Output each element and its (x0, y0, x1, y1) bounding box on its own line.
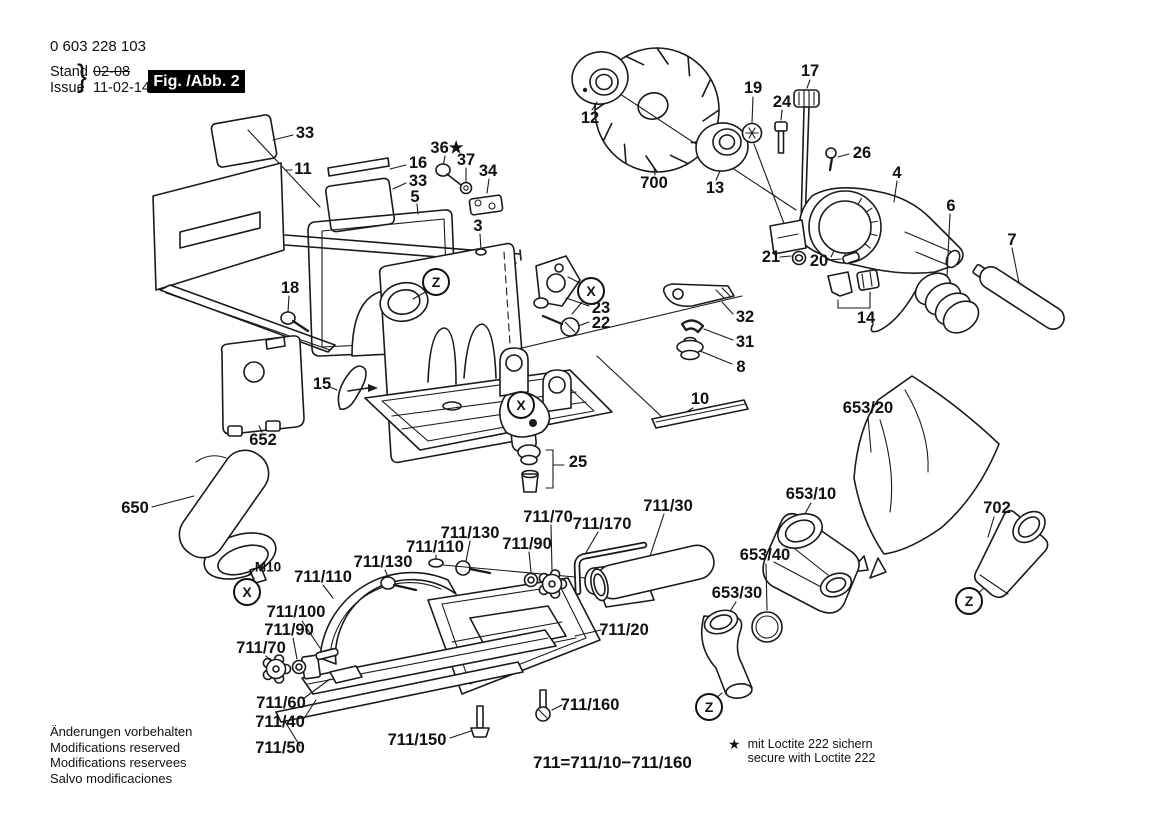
part-label-8: 8 (736, 357, 746, 376)
disclaimer-line-en: Modifications reserved (50, 739, 181, 755)
part-label-18: 18 (280, 278, 300, 297)
part-label-13: 13 (705, 178, 725, 197)
disclaimer-line-fr: Modifications reservees (50, 755, 187, 770)
detail-marker-X: X (233, 578, 261, 606)
part-label-653-30: 653/30 (711, 583, 763, 602)
loctite-note-text: mit Loctite 222 sichern secure with Loct… (748, 737, 876, 765)
disclaimer-line-es: Salvo modificaciones (50, 770, 173, 786)
part-label-711-50: 711/50 (255, 738, 305, 757)
rip-fence-group (152, 114, 522, 353)
loctite-note-en: secure with Loctite 222 (747, 751, 876, 765)
part-label-711-150: 711/150 (387, 730, 447, 749)
part-label-711-40: 711/40 (255, 712, 305, 731)
part-label-653-10: 653/10 (785, 484, 837, 503)
tube-711-30 (590, 544, 715, 602)
new-issue-date: 11-02-14 (93, 80, 150, 96)
part-label-32: 32 (735, 307, 755, 326)
part-label-700: 700 (640, 173, 668, 192)
part-label-3: 3 (473, 216, 483, 235)
part-label-25: 25 (568, 452, 588, 471)
part-label-5: 5 (410, 187, 420, 206)
old-issue-date: 02-08 (93, 64, 131, 80)
part-label-653-40: 653/40 (739, 545, 791, 564)
part-label-711-90: 711/90 (264, 620, 314, 639)
part-label-711-110: 711/110 (406, 537, 464, 556)
part-label-711-130: 711/130 (353, 552, 413, 571)
part-label-22: 22 (591, 313, 611, 332)
detail-marker-X: X (507, 391, 535, 419)
part-label-711-100: 711/100 (266, 602, 326, 621)
part-label-10: 10 (690, 389, 710, 408)
clamp-housing-group (769, 180, 1065, 334)
mid-hardware-group (504, 255, 749, 429)
detail-marker-Z: Z (955, 587, 983, 615)
figure-label-box: Fig. /Abb. 2 (148, 70, 245, 93)
part-label-33: 33 (295, 123, 315, 142)
part-label-6: 6 (946, 196, 956, 215)
part-label-711-20: 711/20 (599, 620, 649, 639)
part-label-33: 33 (408, 171, 428, 190)
part-label-24: 24 (772, 92, 792, 111)
part-label-711-170: 711/170 (572, 514, 632, 533)
loctite-footnote: ★ mit Loctite 222 sichern secure with Lo… (728, 737, 875, 765)
clamp-knob-right (538, 569, 568, 599)
stand-label: Stand (50, 64, 88, 80)
brace-glyph: } (77, 59, 88, 94)
part-label-19: 19 (743, 78, 763, 97)
detail-marker-X: X (577, 277, 605, 305)
detail-marker-Z: Z (422, 268, 450, 296)
small-fasteners-left (280, 155, 504, 333)
clamp-knob-left (262, 654, 292, 684)
disclaimer-line-de: Änderungen vorbehalten (50, 724, 193, 739)
part-label-36-: 36★ (430, 138, 464, 157)
part-label-12: 12 (580, 108, 600, 127)
part-label-31: 31 (735, 332, 755, 351)
part-label-26: 26 (852, 143, 872, 162)
part-label-653-20: 653/20 (842, 398, 894, 417)
part-label-711-30: 711/30 (643, 496, 693, 515)
issue-label: Issue (50, 80, 85, 96)
disclaimer-block: Änderungen vorbehalten Modifications res… (50, 724, 192, 786)
part-label-711-160: 711/160 (560, 695, 620, 714)
part-label-14: 14 (856, 308, 876, 327)
part-label-17: 17 (800, 61, 820, 80)
part-label-711-70: 711/70 (236, 638, 286, 657)
loctite-note-de: mit Loctite 222 sichern (747, 737, 873, 751)
part-label-652: 652 (249, 430, 277, 449)
part-label-711-130: 711/130 (440, 523, 500, 542)
part-label-4: 4 (892, 163, 902, 182)
part-label-702: 702 (983, 498, 1011, 517)
assembly-range-formula: 711=711/10−711/160 (533, 753, 692, 772)
issue-dates: 02-08 11-02-14 (93, 64, 150, 96)
part-label-11: 11 (294, 159, 312, 178)
part-label-20: 20 (809, 251, 829, 270)
star-icon: ★ (728, 736, 741, 752)
stand-issue-labels: Stand Issue (50, 64, 88, 96)
detail-marker-Z: Z (695, 693, 723, 721)
part-label-711-60: 711/60 (256, 693, 306, 712)
part-label-7: 7 (1007, 230, 1017, 249)
upper-base-group (151, 335, 613, 584)
part-label-16: 16 (408, 153, 428, 172)
part-label-650: 650 (121, 498, 149, 517)
saw-blade-group (571, 47, 850, 235)
part-label-37: 37 (456, 150, 476, 169)
part-label-15: 15 (312, 374, 332, 393)
part-label-M10: M10 (254, 559, 282, 575)
part-label-711-70: 711/70 (523, 507, 573, 526)
part-label-34: 34 (478, 161, 498, 180)
part-label-21: 21 (761, 247, 781, 266)
part-label-711-110: 711/110 (294, 567, 352, 586)
dust-extraction-group (700, 375, 1049, 700)
part-label-711-90: 711/90 (502, 534, 552, 553)
document-number: 0 603 228 103 (50, 38, 146, 55)
lower-base-group (262, 513, 715, 747)
